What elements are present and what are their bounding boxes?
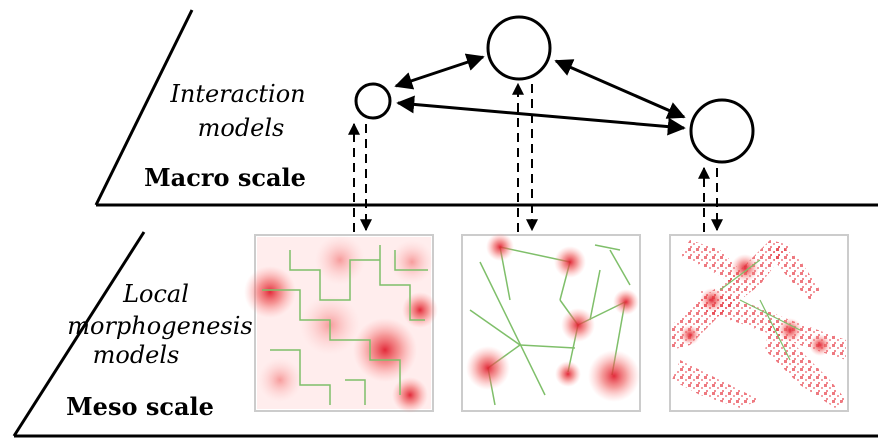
macro-plane <box>94 9 878 207</box>
scale-links <box>348 82 723 232</box>
meso-panel-3 <box>669 234 849 412</box>
macro-scale-label: Macro scale <box>144 163 306 192</box>
interaction-arrow-small-medium <box>396 95 686 136</box>
local-models-label-line3: models <box>93 341 180 369</box>
macro-node-small <box>354 82 392 120</box>
local-models-label-line1: Local <box>122 280 189 308</box>
local-models-label-line2: morphogenesis <box>67 312 252 340</box>
meso-panel-2 <box>461 233 641 412</box>
meso-plane <box>12 231 878 438</box>
interaction-arrow-large-medium <box>554 59 686 119</box>
interaction-models-label-line2: models <box>198 114 285 142</box>
interaction-arrow-small-large <box>394 53 485 90</box>
interaction-models-label-line1: Interaction <box>169 80 305 108</box>
macro-node-large <box>486 15 552 81</box>
macro-node-medium <box>689 98 755 164</box>
meso-scale-label: Meso scale <box>66 392 214 421</box>
meso-panel-1 <box>244 234 438 413</box>
